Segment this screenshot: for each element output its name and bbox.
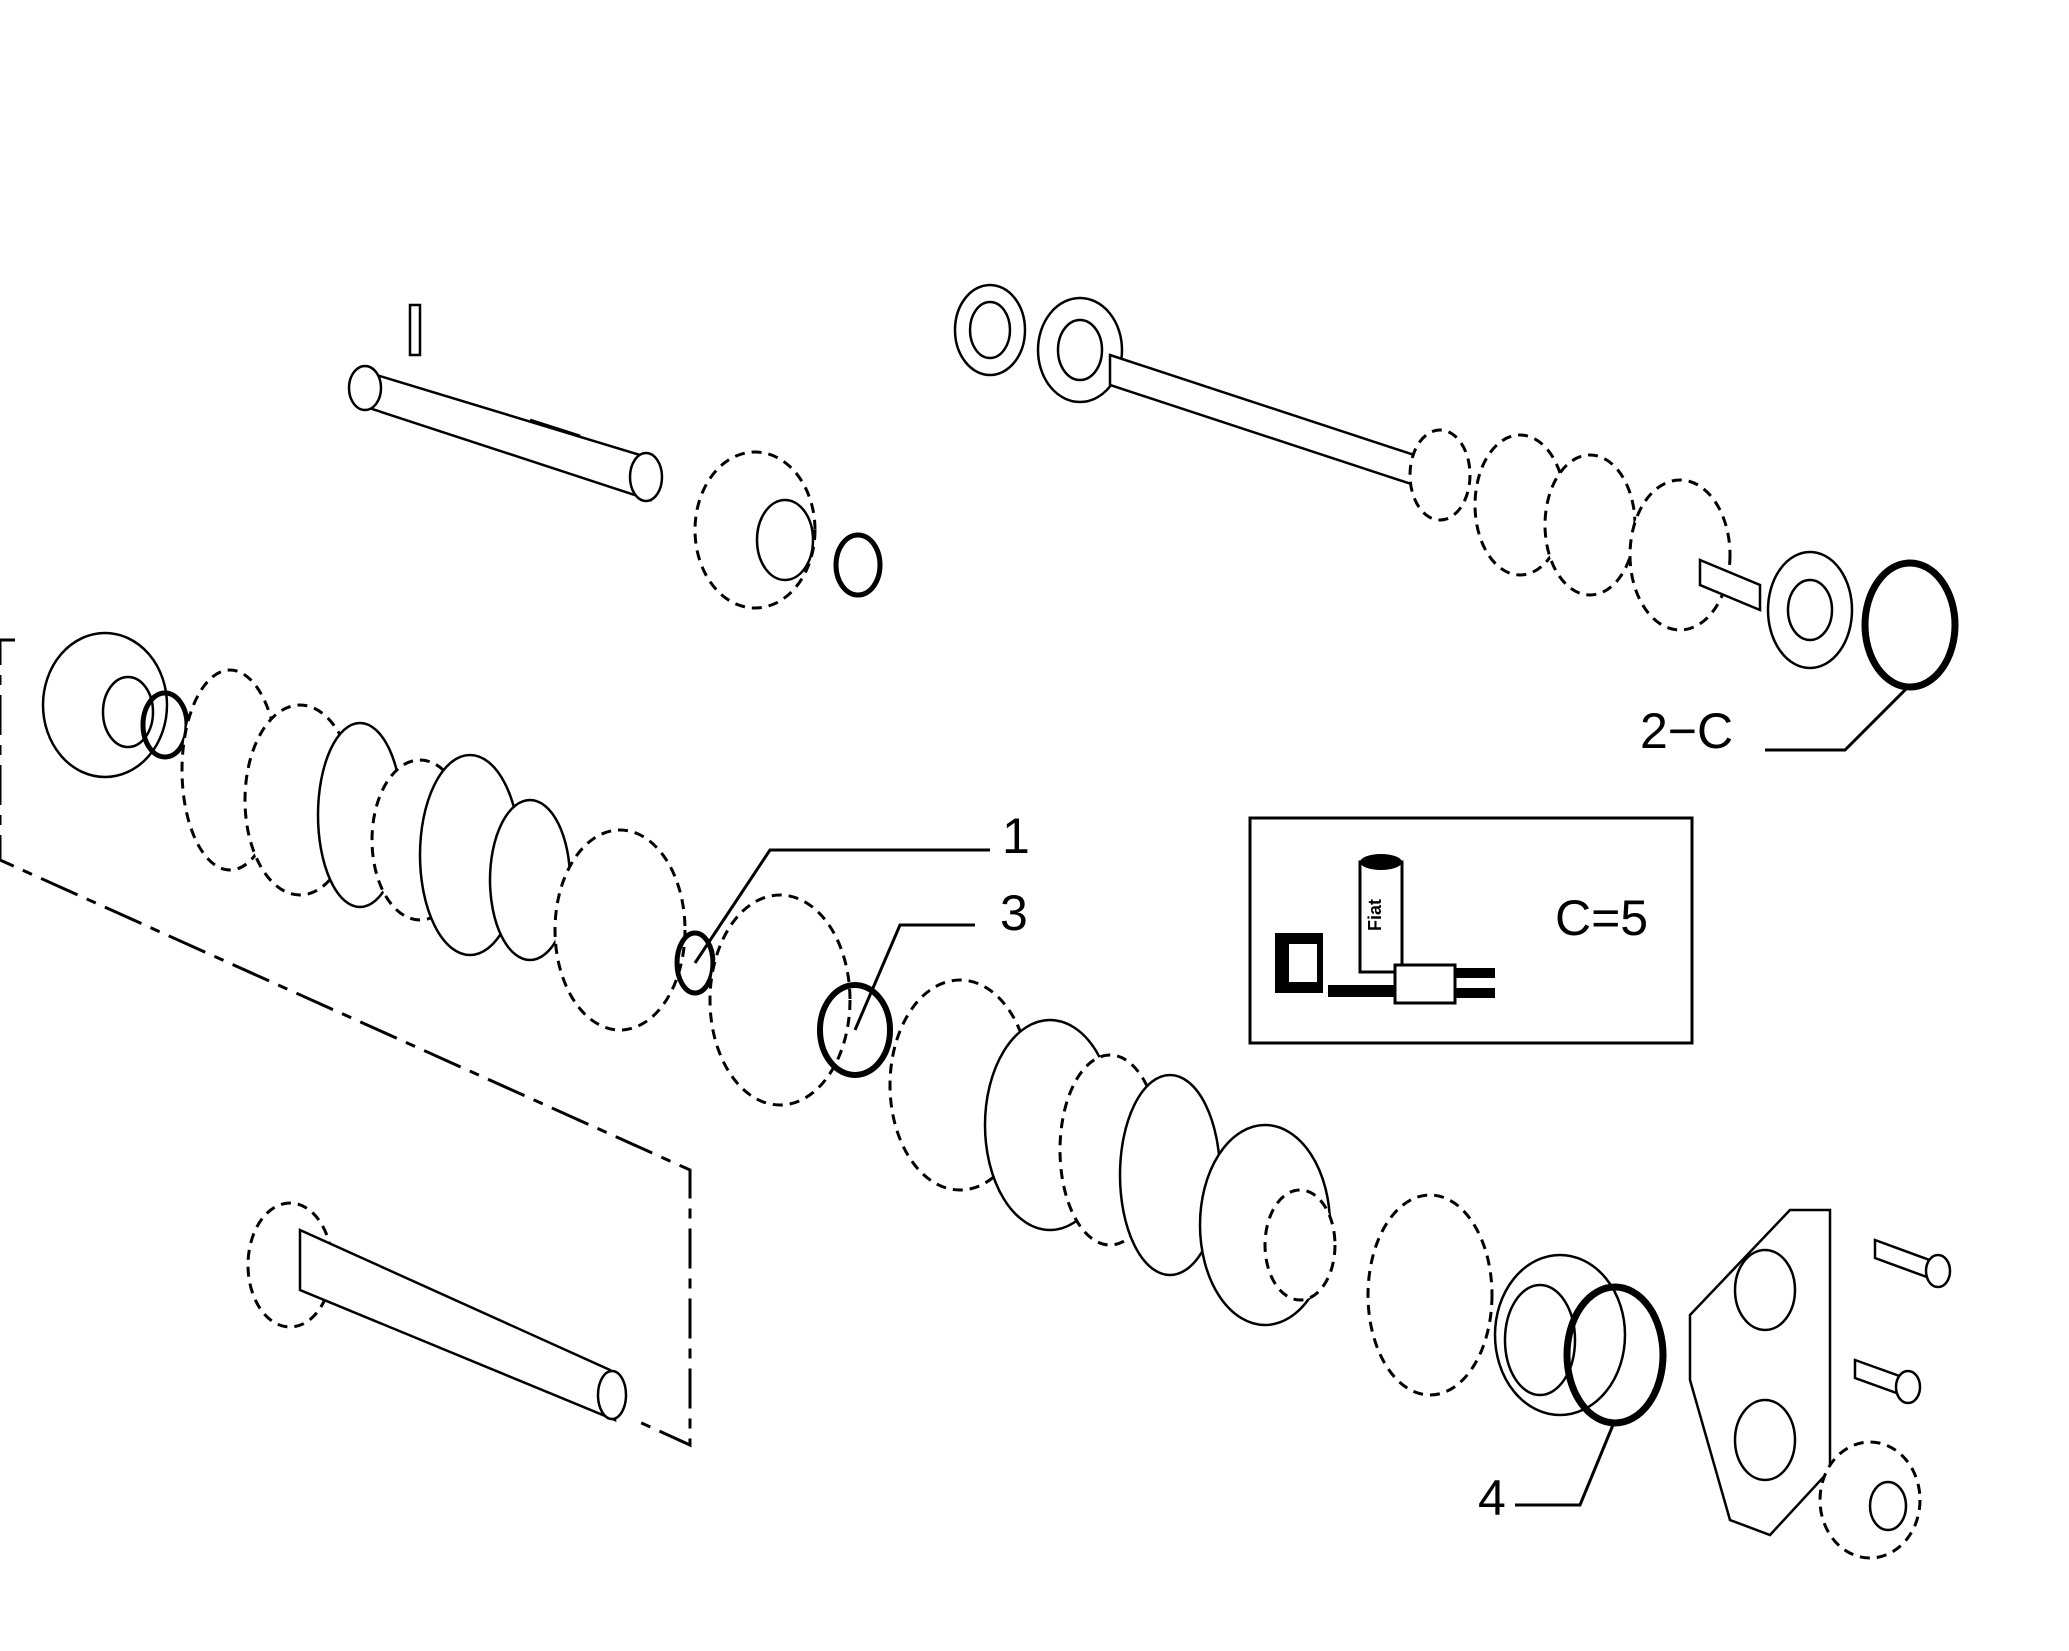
countershaft (246, 1201, 628, 1422)
brand-label: Fiat (1365, 899, 1385, 931)
legend-box: Fiat C=5 (1248, 816, 1694, 1045)
subassembly-frame (0, 638, 692, 1448)
legend-code: C=5 (1555, 890, 1648, 946)
cover-plate (1688, 1208, 1832, 1537)
pinion-gear (1818, 1440, 1922, 1560)
bolts (1853, 1238, 1952, 1405)
upper-main-shaft (953, 283, 1854, 670)
lubricant-icon: Fiat (1275, 854, 1495, 1005)
circlip-2c (1861, 559, 1959, 691)
callout-3: 3 (1000, 885, 1028, 941)
leader-lines (693, 683, 1912, 1507)
small-gear-top (693, 450, 883, 610)
callout-4: 4 (1478, 1470, 1506, 1526)
middle-gear-train (41, 631, 1627, 1417)
callout-2c: 2−C (1640, 703, 1733, 759)
shift-rod (347, 303, 664, 503)
callout-1: 1 (1002, 808, 1030, 864)
